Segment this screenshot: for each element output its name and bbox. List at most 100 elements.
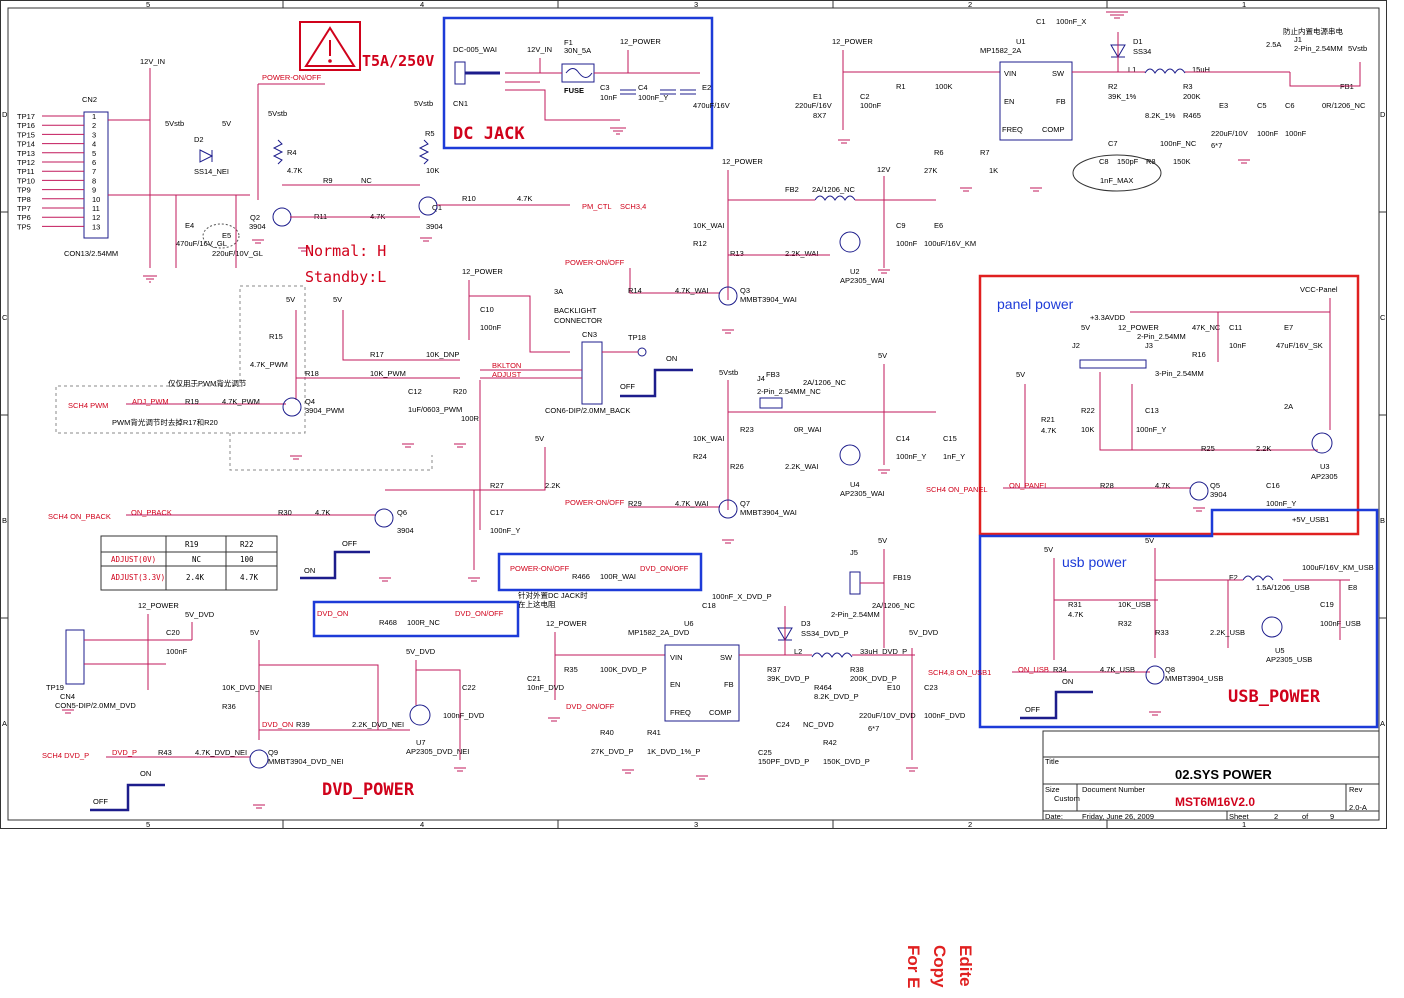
table-header-r22: R22 — [240, 540, 254, 549]
c9-value: 100nF — [896, 239, 918, 248]
net-5vstb-q2: 5Vstb — [268, 109, 287, 118]
cn2-pin-number: 2 — [92, 121, 96, 130]
e3-size: 6*7 — [1211, 141, 1222, 150]
usb-power-block: usb power +5V_USB1 5V 5V 100uF/16V_KM_US… — [928, 508, 1379, 729]
net-12v-in: 12V_IN — [527, 45, 552, 54]
e8-value: 100uF/16V_KM_USB — [1302, 563, 1374, 572]
cn2-ref: CN2 — [82, 95, 97, 104]
c13-value: 100nF_Y — [1136, 425, 1166, 434]
cn4-value: CON5-DIP/2.0MM_DVD — [55, 701, 136, 710]
dc-jack-title: DC JACK — [453, 124, 525, 144]
cn2-pin-number: 11 — [92, 204, 100, 213]
r23-value: 0R_WAI — [794, 425, 822, 434]
c3-ref: C3 — [600, 83, 610, 92]
cn2-pin-number: 8 — [92, 176, 96, 185]
test-point-label: TP11 — [17, 167, 34, 176]
col-label-bottom: 2 — [968, 820, 972, 829]
r39-value: 2.2K_DVD_NEI — [352, 720, 404, 729]
svg-text:SW: SW — [720, 653, 733, 662]
net-5v-dvd-2: 5V_DVD — [406, 647, 436, 656]
j3-ref: J3 — [1145, 341, 1153, 350]
u5-part: AP2305_USB — [1266, 655, 1312, 664]
normal-label: Normal: H — [305, 242, 386, 260]
u1-buck: 12_POWER E1 220uF/16V 8X7 C2 100nF R1 10… — [795, 11, 1367, 192]
table-cell: ADJUST(3.3V) — [111, 573, 165, 582]
r8-value: 150K — [1173, 157, 1191, 166]
u6-ref: U6 — [684, 619, 694, 628]
c21-value: 10nF_DVD — [527, 683, 565, 692]
amp-2a: 2A — [1284, 402, 1293, 411]
standby-circuit: POWER-ON/OFF 5Vstb R4 4.7K Q2 3904 R9 NC… — [249, 73, 646, 286]
r37-value: 39K_DVD_P — [767, 674, 810, 683]
r20-ref: R20 — [453, 387, 467, 396]
col-label-bottom: 5 — [146, 820, 150, 829]
net-on-pback: ON_PBACK — [131, 508, 172, 517]
usb-power-subtitle: USB_POWER — [1228, 687, 1321, 707]
amp-2p5a: 2.5A — [1266, 40, 1281, 49]
r29-ref: R29 — [628, 499, 642, 508]
r26-ref: R26 — [730, 462, 744, 471]
r32-value: 10K_USB — [1118, 600, 1151, 609]
r22-value: 10K — [1081, 425, 1094, 434]
net-12-power-u6: 12_POWER — [546, 619, 587, 628]
r2-value: 39K_1% — [1108, 92, 1137, 101]
j5-fb19: J5 2-Pin_2.54MM 5V FB19 2A/1206_NC — [831, 536, 916, 648]
net-dvd-onoff-2: DVD_ON/OFF — [455, 609, 504, 618]
u1-ref: U1 — [1016, 37, 1026, 46]
r19-value: 4.7K_PWM — [222, 397, 260, 406]
cn2-pin-number: 10 — [92, 195, 100, 204]
fuse-ref: F1 — [564, 38, 573, 47]
r39-ref: R39 — [296, 720, 310, 729]
q1-value: 3904 — [426, 222, 443, 231]
e1-ref: E1 — [813, 92, 822, 101]
cn4-ref: CN4 — [60, 692, 75, 701]
c2-ref: C2 — [860, 92, 870, 101]
r7-ref: R7 — [980, 148, 990, 157]
test-point-label: TP9 — [17, 186, 31, 195]
u2-part: AP2305_WAI — [840, 276, 885, 285]
cn2-pin-number: 6 — [92, 158, 96, 167]
j1-ref: J1 — [1294, 35, 1302, 44]
test-point-label: TP17 — [17, 112, 35, 121]
col-label-bottom: 3 — [694, 820, 698, 829]
r25-ref: R25 — [1201, 444, 1215, 453]
dvd-off-label: OFF — [93, 797, 108, 806]
test-point-label: TP5 — [17, 222, 31, 231]
cn3-value: CON6-DIP/2.0MM_BACK — [545, 406, 630, 415]
q3-part: MMBT3904_WAI — [740, 295, 797, 304]
u3-part: AP2305 — [1311, 472, 1338, 481]
pback-off-label: OFF — [342, 539, 357, 548]
net-power-onoff-4: POWER-ON/OFF — [510, 564, 570, 573]
sheet-title: 02.SYS POWER — [1175, 767, 1272, 782]
r1-value: 100K — [935, 82, 953, 91]
cn2-pin-number: 3 — [92, 130, 96, 139]
col-label-top: 1 — [1242, 0, 1246, 9]
pwm-note-2: PWM背光调节时去掉R17和R20 — [112, 417, 218, 427]
fb3-ref: FB3 — [766, 370, 780, 379]
r466-value: 100R_WAI — [600, 572, 636, 581]
r21-ref: R21 — [1041, 415, 1055, 424]
c6-ref: C6 — [1285, 101, 1295, 110]
d2-ref: D2 — [194, 135, 204, 144]
net-12-power-u1: 12_POWER — [832, 37, 873, 46]
e2-value: 470uF/16V — [693, 101, 730, 110]
row-label-left: D — [2, 110, 8, 119]
j3-pin2: 2-Pin_2.54MM — [1137, 332, 1186, 341]
r30-value: 4.7K — [315, 508, 330, 517]
warning-icon — [304, 26, 356, 67]
r34-value: 4.7K_USB — [1100, 665, 1135, 674]
u3-ref: U3 — [1320, 462, 1330, 471]
net-5vstb-u4: 5Vstb — [719, 368, 738, 377]
fb19-value: 2A/1206_NC — [872, 601, 916, 610]
net-5v-pwm2: 5V — [333, 295, 342, 304]
r24-ref: R24 — [693, 452, 707, 461]
net-dvd-on-1: DVD_ON — [317, 609, 348, 618]
c11-value: 10nF — [1229, 341, 1247, 350]
r16-ref: R16 — [1192, 350, 1206, 359]
u5-ref: U5 — [1275, 646, 1285, 655]
cn2-symbol — [83, 111, 109, 239]
c18-value: 100nF_X_DVD_P — [712, 592, 772, 601]
e7-ref: E7 — [1284, 323, 1293, 332]
r17-value: 10K_DNP — [426, 350, 459, 359]
